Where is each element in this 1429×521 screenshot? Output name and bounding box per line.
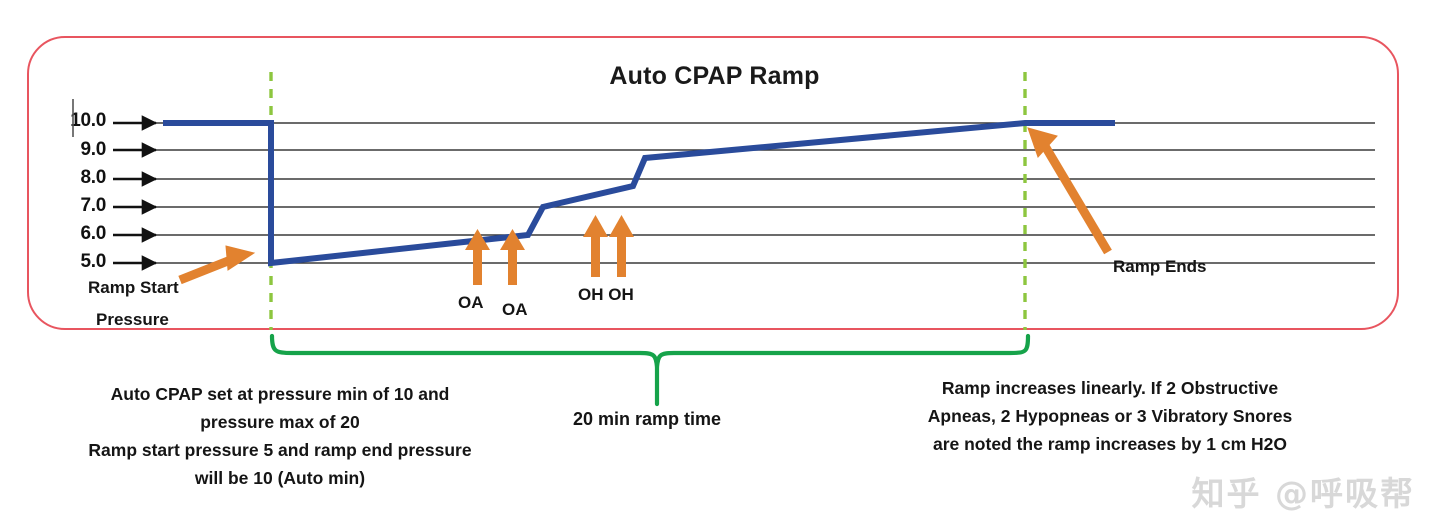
axis-arrowheads (113, 115, 158, 271)
event-label-oa-2: OA (502, 300, 528, 319)
ramp-ends-label: Ramp Ends (1113, 257, 1207, 276)
event-label-oa-1: OA (458, 293, 484, 312)
right-caption-line-2: Apneas, 2 Hypopneas or 3 Vibratory Snore… (927, 406, 1293, 426)
oh-arrow-1 (583, 215, 608, 277)
y-axis-label-7: 7.0 (80, 195, 106, 216)
event-arrows-oh (583, 215, 634, 277)
oa-arrow-1 (465, 229, 490, 285)
ramp-start-callout-arrow (178, 245, 256, 285)
left-caption-line-1: Auto CPAP set at pressure min of 10 and (110, 384, 450, 404)
ramp-duration-brace (269, 333, 1031, 370)
event-label-oh-pair: OH OH (578, 285, 634, 304)
y-axis-label-8: 8.0 (80, 167, 106, 188)
left-caption-line-4: will be 10 (Auto min) (194, 468, 366, 488)
left-caption-line-2: pressure max of 20 (200, 412, 360, 432)
page-title: Auto CPAP Ramp (0, 62, 1429, 91)
y-axis-label-5: 5.0 (80, 251, 106, 272)
oa-arrow-2 (500, 229, 525, 285)
ramp-start-label-line2: Pressure (96, 310, 169, 329)
chart-title-text: Auto CPAP Ramp (609, 62, 820, 90)
right-caption: Ramp increases linearly. If 2 Obstructiv… (880, 374, 1340, 458)
oh-arrow-2 (609, 215, 634, 277)
right-caption-line-1: Ramp increases linearly. If 2 Obstructiv… (941, 378, 1279, 398)
ramp-start-label-line1: Ramp Start (88, 278, 179, 297)
right-caption-line-3: are noted the ramp increases by 1 cm H2O (932, 434, 1288, 454)
gridlines (113, 122, 1375, 264)
pressure-trace (163, 120, 1115, 267)
ramp-ends-callout-arrow (1027, 127, 1112, 255)
y-axis-label-9: 9.0 (80, 139, 106, 160)
watermark-text: 知乎 @呼吸帮 (1191, 474, 1415, 513)
chart-border-frame (27, 36, 1399, 330)
y-axis-label-6: 6.0 (80, 223, 106, 244)
ramp-time-label: 20 min ramp time (573, 409, 722, 429)
y-axis-label-10: 10.0 (70, 110, 106, 131)
left-caption-line-3: Ramp start pressure 5 and ramp end press… (88, 440, 472, 460)
left-caption: Auto CPAP set at pressure min of 10 and … (30, 380, 530, 492)
event-arrows-oa (465, 229, 525, 285)
